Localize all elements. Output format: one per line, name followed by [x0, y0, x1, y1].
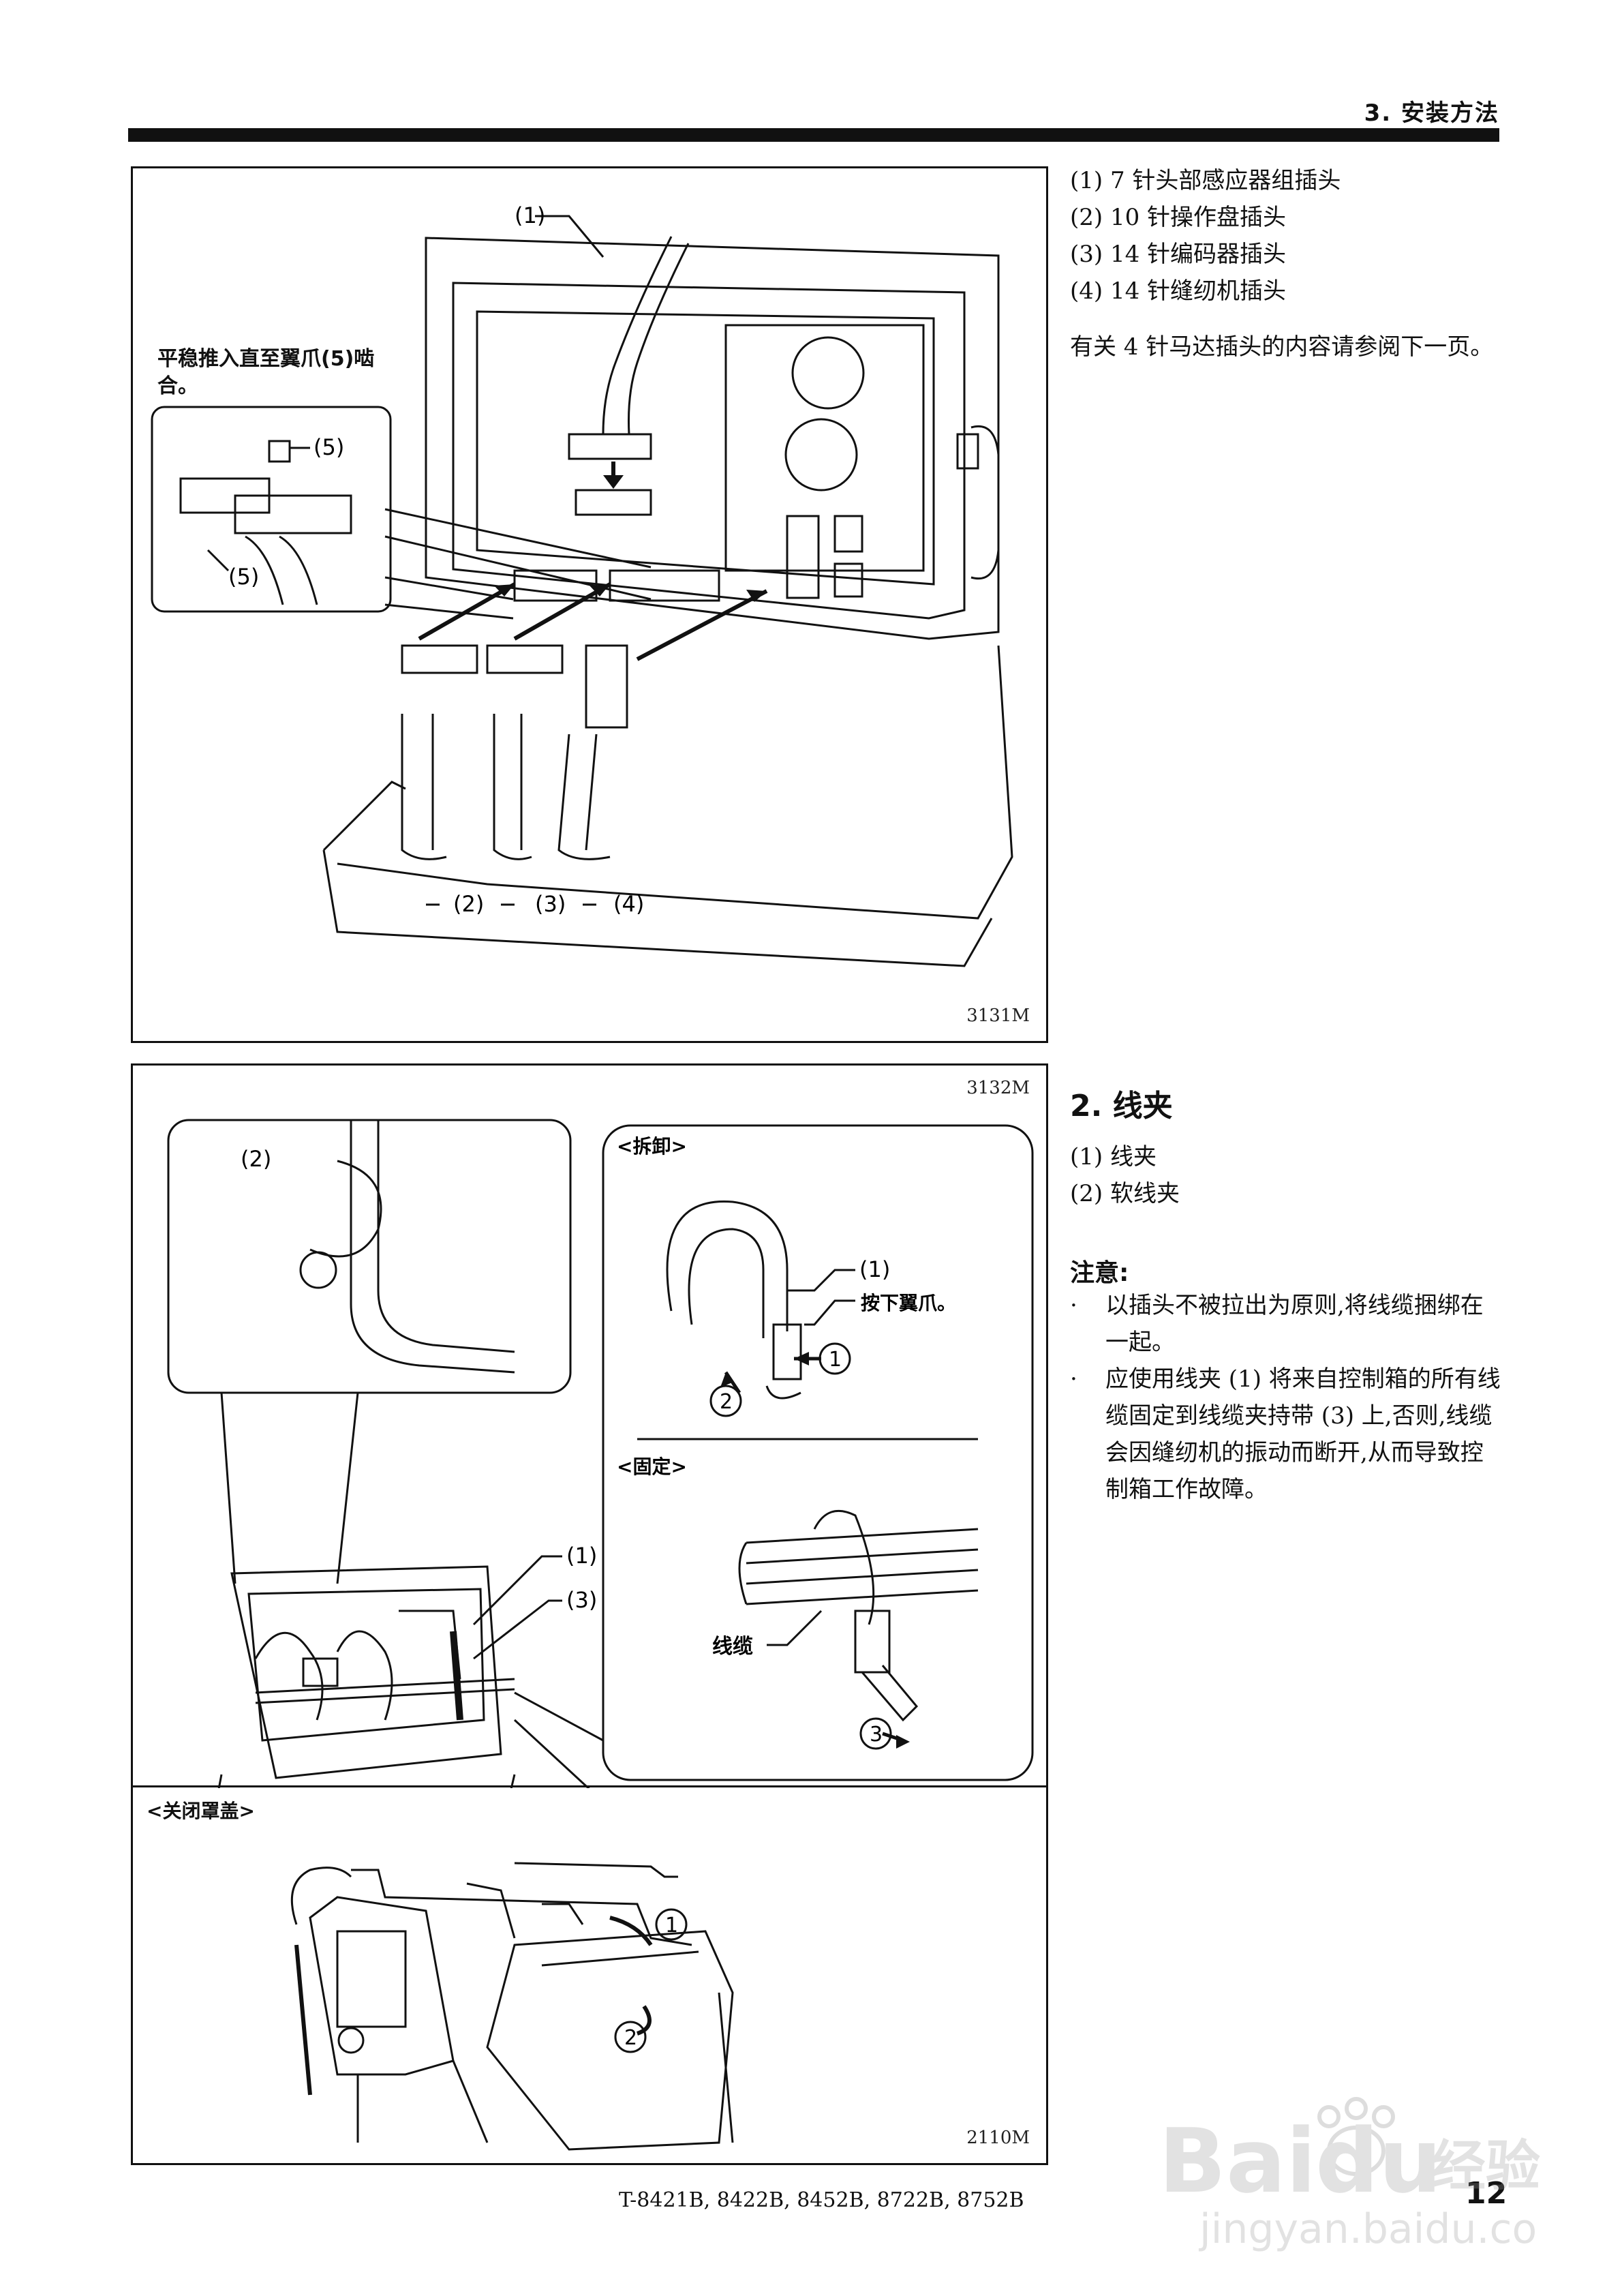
fix-title: <固定> [617, 1455, 687, 1478]
footer-model-list: T-8421B, 8422B, 8452B, 8722B, 8752B [619, 2188, 1024, 2212]
svg-text:经验: 经验 [1431, 2134, 1540, 2198]
step-1-label: 1 [829, 1348, 842, 1372]
figure-1-frame: (1) (5) (5) (2) (3) (4) 平稳推入直至翼爪(5)啮 合。 … [131, 166, 1048, 1043]
step-3-label: 3 [870, 1723, 883, 1747]
notice-list: · 以插头不被拉出为原则,将线缆捆绑在一起。 · 应使用线夹 (1) 将来自控制… [1070, 1287, 1506, 1508]
section-header-title: 3. 安装方法 [1364, 100, 1499, 127]
connector-item: (2) 10 针操作盘插头 [1070, 204, 1287, 231]
fig3-step-1: 1 [665, 1914, 678, 1937]
clamp-item-list: (1) 线夹 (2) 软线夹 [1070, 1138, 1493, 1212]
clamp-item: (1) 线夹 [1070, 1143, 1157, 1170]
fig1-label-1: (1) [515, 202, 545, 228]
fig2-label-2: (2) [241, 1146, 271, 1172]
fig1-callout-text: 平稳推入直至翼爪(5)啮 合。 [157, 347, 375, 398]
fig2-label-3: (3) [566, 1587, 597, 1613]
svg-text:jingyan.baidu.com: jingyan.baidu.com [1198, 2205, 1540, 2253]
notice-bullet-text: 应使用线夹 (1) 将来自控制箱的所有线缆固定到线缆夹持带 (3) 上,否则,线… [1105, 1365, 1501, 1503]
remove-title: <拆卸> [617, 1135, 687, 1158]
remove-label-1: (1) [859, 1256, 890, 1282]
connector-item: (4) 14 针缝纫机插头 [1070, 277, 1287, 305]
baidu-jingyan-watermark-logo: Bai du 经验 jingyan.baidu.com [1159, 2097, 1540, 2253]
notice-bullet-text: 以插头不被拉出为原则,将线缆捆绑在一起。 [1105, 1292, 1484, 1356]
fig1-label-2: (2) [453, 891, 484, 917]
figure-3-title: <关闭罩盖> [147, 1800, 255, 1822]
figure-2-id: 3132M [966, 1078, 1030, 1098]
svg-text:Bai: Bai [1159, 2109, 1316, 2213]
close-cover-illustration: 1 2 [290, 1862, 734, 2151]
fig1-label-3: (3) [535, 891, 566, 917]
svg-text:du: du [1315, 2109, 1442, 2213]
notice-bullet: · 应使用线夹 (1) 将来自控制箱的所有线缆固定到线缆夹持带 (3) 上,否则… [1070, 1361, 1506, 1508]
cable-clamp-illustration: (2) (1) (3) <拆卸> (1) 按下翼爪。 <固定> 线缆 1 2 3 [167, 1119, 1034, 1788]
figure-1-id: 3131M [966, 1006, 1030, 1026]
notice-bullet: · 以插头不被拉出为原则,将线缆捆绑在一起。 [1070, 1287, 1506, 1361]
fig1-label-5a: (5) [313, 434, 344, 460]
figure-2-frame: 3132M [131, 1063, 1048, 2165]
fig1-label-5b: (5) [228, 564, 259, 590]
connector-note: 有关 4 针马达插头的内容请参阅下一页。 [1070, 333, 1494, 361]
bullet-dot: · [1070, 1292, 1077, 1319]
press-claw-label: 按下翼爪。 [861, 1292, 956, 1314]
fig2-label-1: (1) [566, 1543, 597, 1569]
bullet-dot: · [1070, 1365, 1077, 1393]
connector-item: (1) 7 针头部感应器组插头 [1070, 167, 1341, 194]
control-box-connector-illustration: (1) (5) (5) (2) (3) (4) [151, 202, 1013, 967]
step-2-label: 2 [720, 1390, 733, 1414]
fig3-step-2: 2 [624, 2026, 637, 2050]
figure-divider [133, 1785, 1046, 1787]
connector-list: (1) 7 针头部感应器组插头 (2) 10 针操作盘插头 (3) 14 针编码… [1070, 162, 1506, 365]
section-heading: 2. 线夹 [1070, 1089, 1173, 1123]
clamp-item: (2) 软线夹 [1070, 1180, 1180, 1207]
header-rule [128, 128, 1499, 142]
figure-3-id: 2110M [966, 2128, 1030, 2148]
notice-heading: 注意: [1070, 1259, 1129, 1287]
cable-label: 线缆 [712, 1635, 753, 1659]
fig1-label-4: (4) [613, 891, 644, 917]
connector-item: (3) 14 针编码器插头 [1070, 241, 1287, 268]
page-number: 12 [1465, 2176, 1508, 2211]
